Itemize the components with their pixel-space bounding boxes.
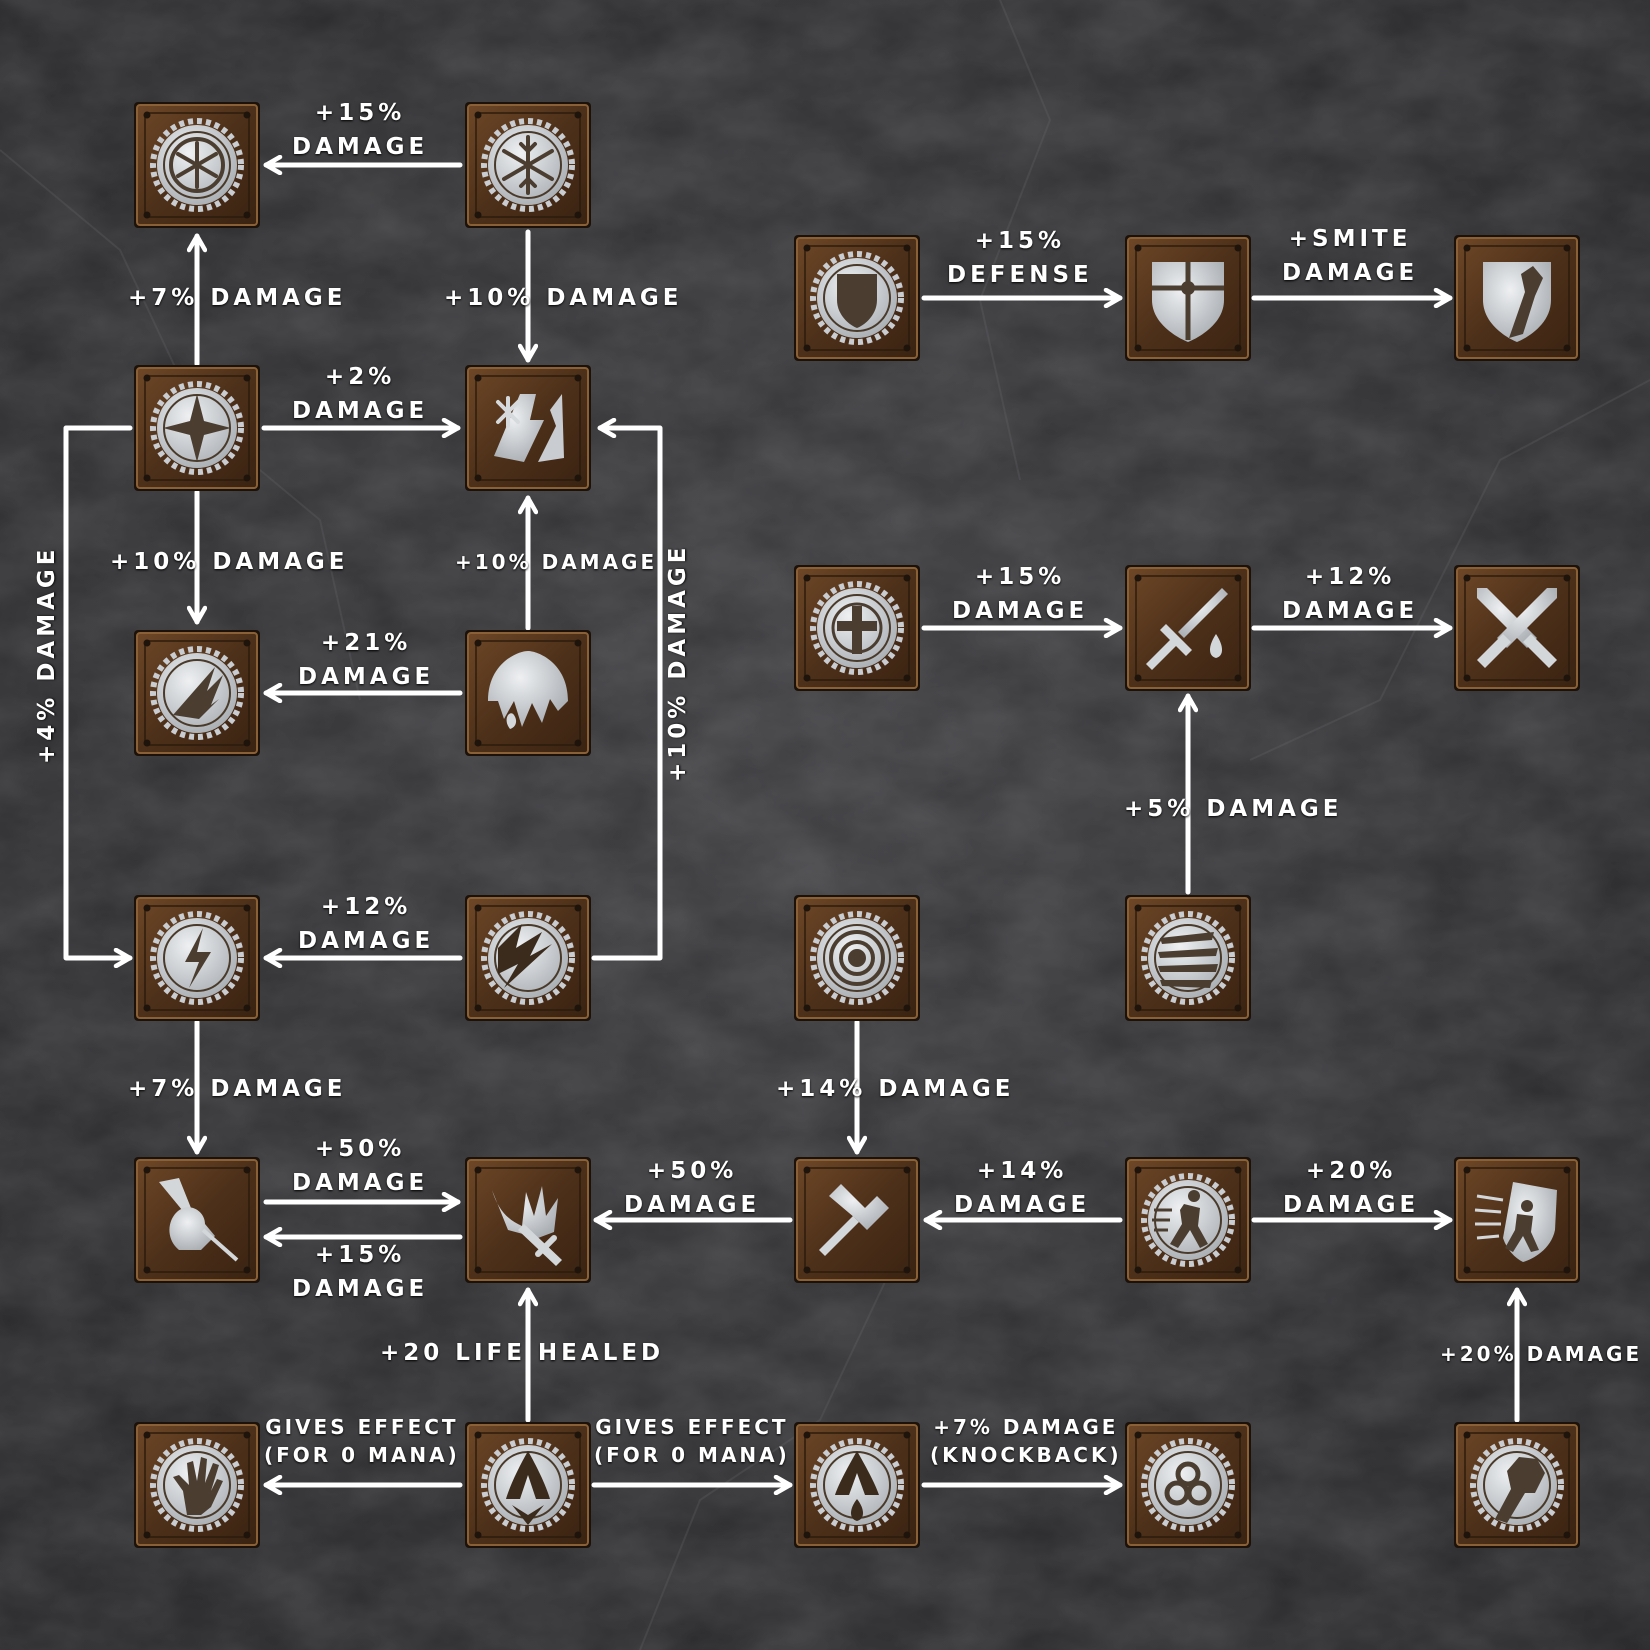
node-fist[interactable] bbox=[1453, 1421, 1581, 1549]
label-star-to-fire: +10% DAMAGE bbox=[110, 549, 349, 575]
label-hand-to-sword: +50%DAMAGE bbox=[292, 1136, 429, 1196]
node-lightning-bolt[interactable] bbox=[464, 894, 592, 1022]
node-star[interactable] bbox=[133, 364, 261, 492]
node-lightning-ring[interactable] bbox=[133, 894, 261, 1022]
label-runner-to-hammer: +14%DAMAGE bbox=[954, 1158, 1091, 1218]
label-star-to-elemental: +2%DAMAGE bbox=[292, 364, 429, 424]
arrow-bolt-to-elemental bbox=[591, 428, 663, 961]
snowflake-icon bbox=[502, 135, 554, 195]
fire-claw-icon bbox=[173, 667, 223, 719]
arrow-star-to-lightning bbox=[63, 425, 133, 958]
crossed-swords-icon bbox=[1477, 588, 1557, 668]
claw-hand-icon bbox=[173, 1457, 223, 1515]
praying-hands-icon bbox=[506, 1451, 550, 1525]
smite-shield-icon bbox=[1483, 262, 1551, 342]
charging-runner-icon bbox=[1152, 1190, 1208, 1248]
node-fire-claw[interactable] bbox=[133, 629, 261, 757]
lightning-bolt-icon bbox=[498, 924, 552, 988]
zeal-lines-icon bbox=[1158, 932, 1218, 988]
label-drop-to-clover: +7% DAMAGE(KNOCKBACK) bbox=[930, 1415, 1122, 1467]
label-target-to-hammer: +14% DAMAGE bbox=[776, 1076, 1015, 1102]
label-prayer-to-drop: GIVES EFFECT(FOR 0 MANA) bbox=[594, 1415, 790, 1467]
node-flame-tree[interactable] bbox=[464, 629, 592, 757]
label-sword-to-hand: +15%DAMAGE bbox=[292, 1242, 429, 1302]
node-hammer[interactable] bbox=[793, 1156, 921, 1284]
war-hammer-icon bbox=[819, 1184, 889, 1256]
concentric-target-icon bbox=[829, 930, 885, 986]
label-flame-to-fire: +21%DAMAGE bbox=[298, 630, 435, 690]
node-flaming-sword[interactable] bbox=[464, 1156, 592, 1284]
node-frost-ring[interactable] bbox=[133, 101, 261, 229]
flaming-sword-icon bbox=[492, 1186, 562, 1266]
label-lightning-to-hand: +7% DAMAGE bbox=[128, 1076, 347, 1102]
node-zeal-lines[interactable] bbox=[1124, 894, 1252, 1022]
clover-icon bbox=[1164, 1461, 1212, 1506]
label-star-to-lightning: +4% DAMAGE bbox=[34, 545, 60, 765]
holy-cross-icon bbox=[831, 602, 883, 654]
hand-blade-icon bbox=[159, 1178, 239, 1262]
label-prayer-to-sword: +20 LIFE HEALED bbox=[380, 1340, 665, 1366]
label-star-to-frostring: +7% DAMAGE bbox=[128, 285, 347, 311]
label-blade-to-crossed: +12%DAMAGE bbox=[1282, 564, 1419, 624]
node-snowflake[interactable] bbox=[464, 101, 592, 229]
node-praying-hands[interactable] bbox=[464, 1421, 592, 1549]
four-point-star-icon bbox=[163, 394, 231, 462]
node-claw-hand[interactable] bbox=[133, 1421, 261, 1549]
node-praying-drop[interactable] bbox=[793, 1421, 921, 1549]
node-crossed-swords[interactable] bbox=[1453, 564, 1581, 692]
praying-hands-drop-icon bbox=[835, 1451, 879, 1521]
small-shield-icon bbox=[837, 274, 877, 328]
label-shield-to-cross: +15%DEFENSE bbox=[947, 228, 1093, 288]
node-smite-shield[interactable] bbox=[1453, 234, 1581, 362]
label-prayer-to-claw: GIVES EFFECT(FOR 0 MANA) bbox=[264, 1415, 460, 1467]
node-elemental[interactable] bbox=[464, 364, 592, 492]
label-frost-to-frostring: +15%DAMAGE bbox=[292, 100, 429, 160]
label-fist-to-charge: +20% DAMAGE bbox=[1440, 1342, 1643, 1366]
fist-icon bbox=[1495, 1457, 1545, 1523]
node-charge-shield[interactable] bbox=[1453, 1156, 1581, 1284]
frost-lightning-flame-icon bbox=[494, 394, 564, 462]
node-small-shield[interactable] bbox=[793, 234, 921, 362]
lightning-ring-icon bbox=[185, 928, 211, 988]
node-runner[interactable] bbox=[1124, 1156, 1252, 1284]
node-target[interactable] bbox=[793, 894, 921, 1022]
node-clover[interactable] bbox=[1124, 1421, 1252, 1549]
label-runner-to-charge: +20%DAMAGE bbox=[1283, 1158, 1420, 1218]
node-hand-blade[interactable] bbox=[133, 1156, 261, 1284]
node-cross-shield[interactable] bbox=[1124, 234, 1252, 362]
node-blade-drop[interactable] bbox=[1124, 564, 1252, 692]
blade-drop-icon bbox=[1146, 588, 1228, 670]
label-zeal-to-blade: +5% DAMAGE bbox=[1124, 796, 1343, 822]
node-holy-cross[interactable] bbox=[793, 564, 921, 692]
label-bolt-to-elemental: +10% DAMAGE bbox=[665, 543, 691, 782]
charge-shield-icon bbox=[1474, 1182, 1557, 1262]
label-hammer-to-sword: +50%DAMAGE bbox=[624, 1158, 761, 1218]
frost-ring-icon bbox=[169, 137, 225, 193]
label-holy-to-blade: +15%DAMAGE bbox=[952, 564, 1089, 624]
label-frost-to-elemental: +10% DAMAGE bbox=[444, 285, 683, 311]
cross-shield-icon bbox=[1152, 262, 1224, 342]
label-flame-to-elemental: +10% DAMAGE bbox=[455, 550, 658, 574]
label-bolt-to-lightning: +12%DAMAGE bbox=[298, 894, 435, 954]
flame-tree-icon bbox=[488, 651, 568, 729]
